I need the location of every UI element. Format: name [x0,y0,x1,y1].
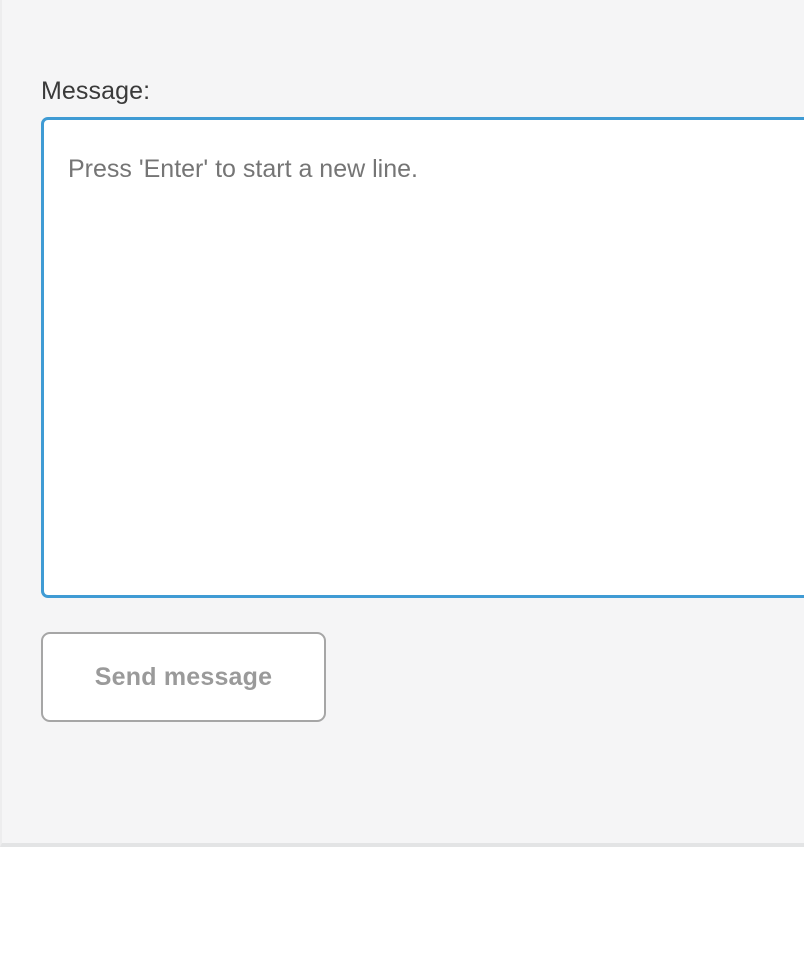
send-message-button[interactable]: Send message [41,632,326,722]
composer-panel: Message: Send message [0,77,804,847]
message-input[interactable] [44,120,804,595]
page-content-below [0,851,804,980]
message-input-container[interactable] [41,117,804,598]
message-label: Message: [41,77,151,105]
